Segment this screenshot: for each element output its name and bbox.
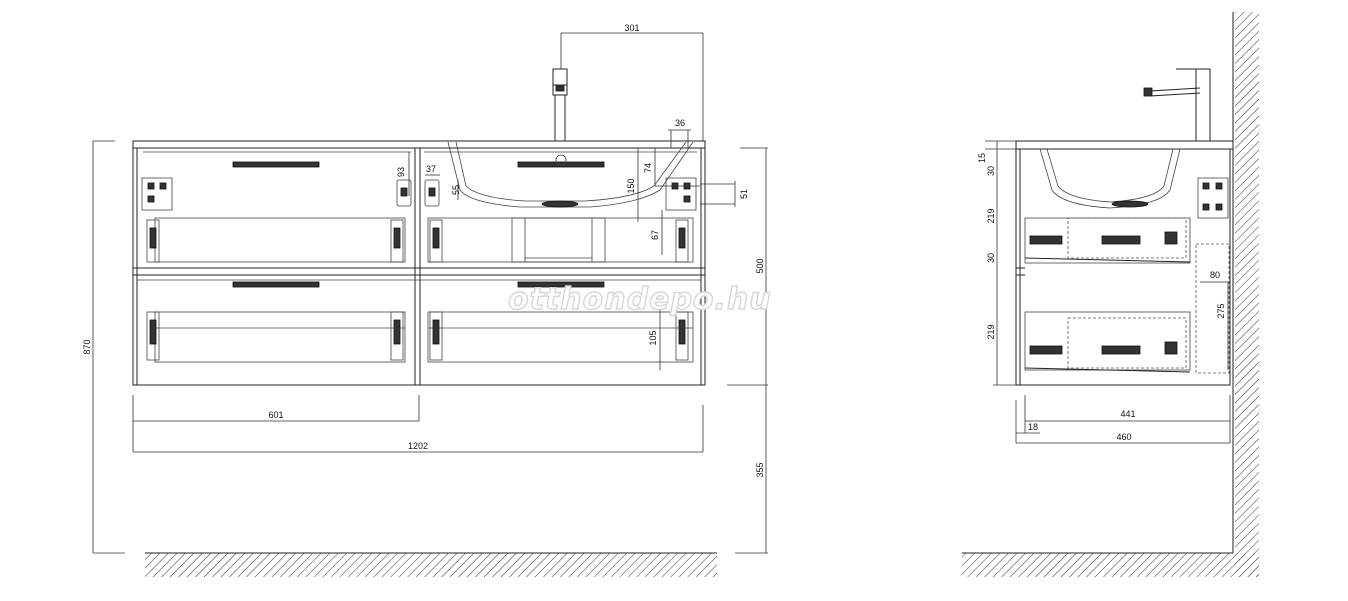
side-view: 15 30 219 30 219 80 275 441 18 460 xyxy=(962,12,1259,577)
bracket-upper-left xyxy=(141,177,173,211)
side-dim-drawer-219b: 219 xyxy=(986,324,996,339)
dim-total-height: 870 xyxy=(82,339,92,354)
dim-55: 55 xyxy=(451,185,461,195)
clip-left xyxy=(396,179,412,207)
side-cabinet xyxy=(1015,148,1231,386)
countertop xyxy=(132,140,706,149)
front-view: 301 36 74 150 67 51 93 37 55 105 xyxy=(82,23,768,577)
side-countertop xyxy=(1015,140,1234,150)
side-dim-siphon-275: 275 xyxy=(1216,303,1226,318)
floor-hatch-side xyxy=(962,553,1259,577)
side-dim-top-15: 15 xyxy=(977,153,987,163)
dim-37: 37 xyxy=(426,164,436,174)
dim-overflow-height: 74 xyxy=(643,163,653,173)
dim-upper-section: 500 xyxy=(755,258,765,273)
faucet-side xyxy=(1143,68,1211,142)
side-dim-siphon-80: 80 xyxy=(1210,270,1220,280)
side-dim-back-18: 18 xyxy=(1028,422,1038,432)
runner-set xyxy=(146,219,689,361)
side-dim-total-depth: 460 xyxy=(1116,432,1131,442)
side-drawer-upper xyxy=(1024,217,1191,264)
dim-half-width: 601 xyxy=(268,410,283,420)
dim-basin-depth: 150 xyxy=(626,178,636,193)
floor-hatch-front xyxy=(145,553,717,577)
dim-67: 67 xyxy=(650,230,660,240)
side-dim-gap-30b: 30 xyxy=(986,253,996,263)
dim-floor-gap: 355 xyxy=(755,462,765,477)
side-basin xyxy=(1039,148,1181,209)
dim-top-edge: 36 xyxy=(675,118,685,128)
siphon-box xyxy=(1195,243,1230,374)
handle-bottom-left xyxy=(232,281,320,288)
bracket-upper-right xyxy=(665,177,697,211)
side-dim-gap-30a: 30 xyxy=(986,166,996,176)
side-dim-drawer-219a: 219 xyxy=(986,208,996,223)
side-drawer-lower xyxy=(1024,311,1191,371)
side-wall-bracket xyxy=(1197,177,1229,219)
basin-drain xyxy=(541,200,579,208)
dim-total-width: 1202 xyxy=(408,441,428,451)
overflow-hole xyxy=(555,154,567,166)
wall-hatch xyxy=(1235,12,1259,577)
dim-faucet-offset: 301 xyxy=(624,23,639,33)
clip-right xyxy=(424,179,440,207)
side-dim-inner-depth: 441 xyxy=(1120,409,1135,419)
dim-inner-105: 105 xyxy=(648,330,658,345)
side-runners xyxy=(1024,231,1191,373)
handle-bottom-right xyxy=(517,281,605,288)
handle-top-right xyxy=(517,161,605,168)
watermark: otthondepo.hu xyxy=(508,282,772,317)
handle-top-left xyxy=(232,161,320,168)
cabinet-body xyxy=(132,147,706,386)
faucet-front xyxy=(550,68,570,142)
dim-93: 93 xyxy=(396,167,406,177)
dim-51: 51 xyxy=(739,189,749,199)
